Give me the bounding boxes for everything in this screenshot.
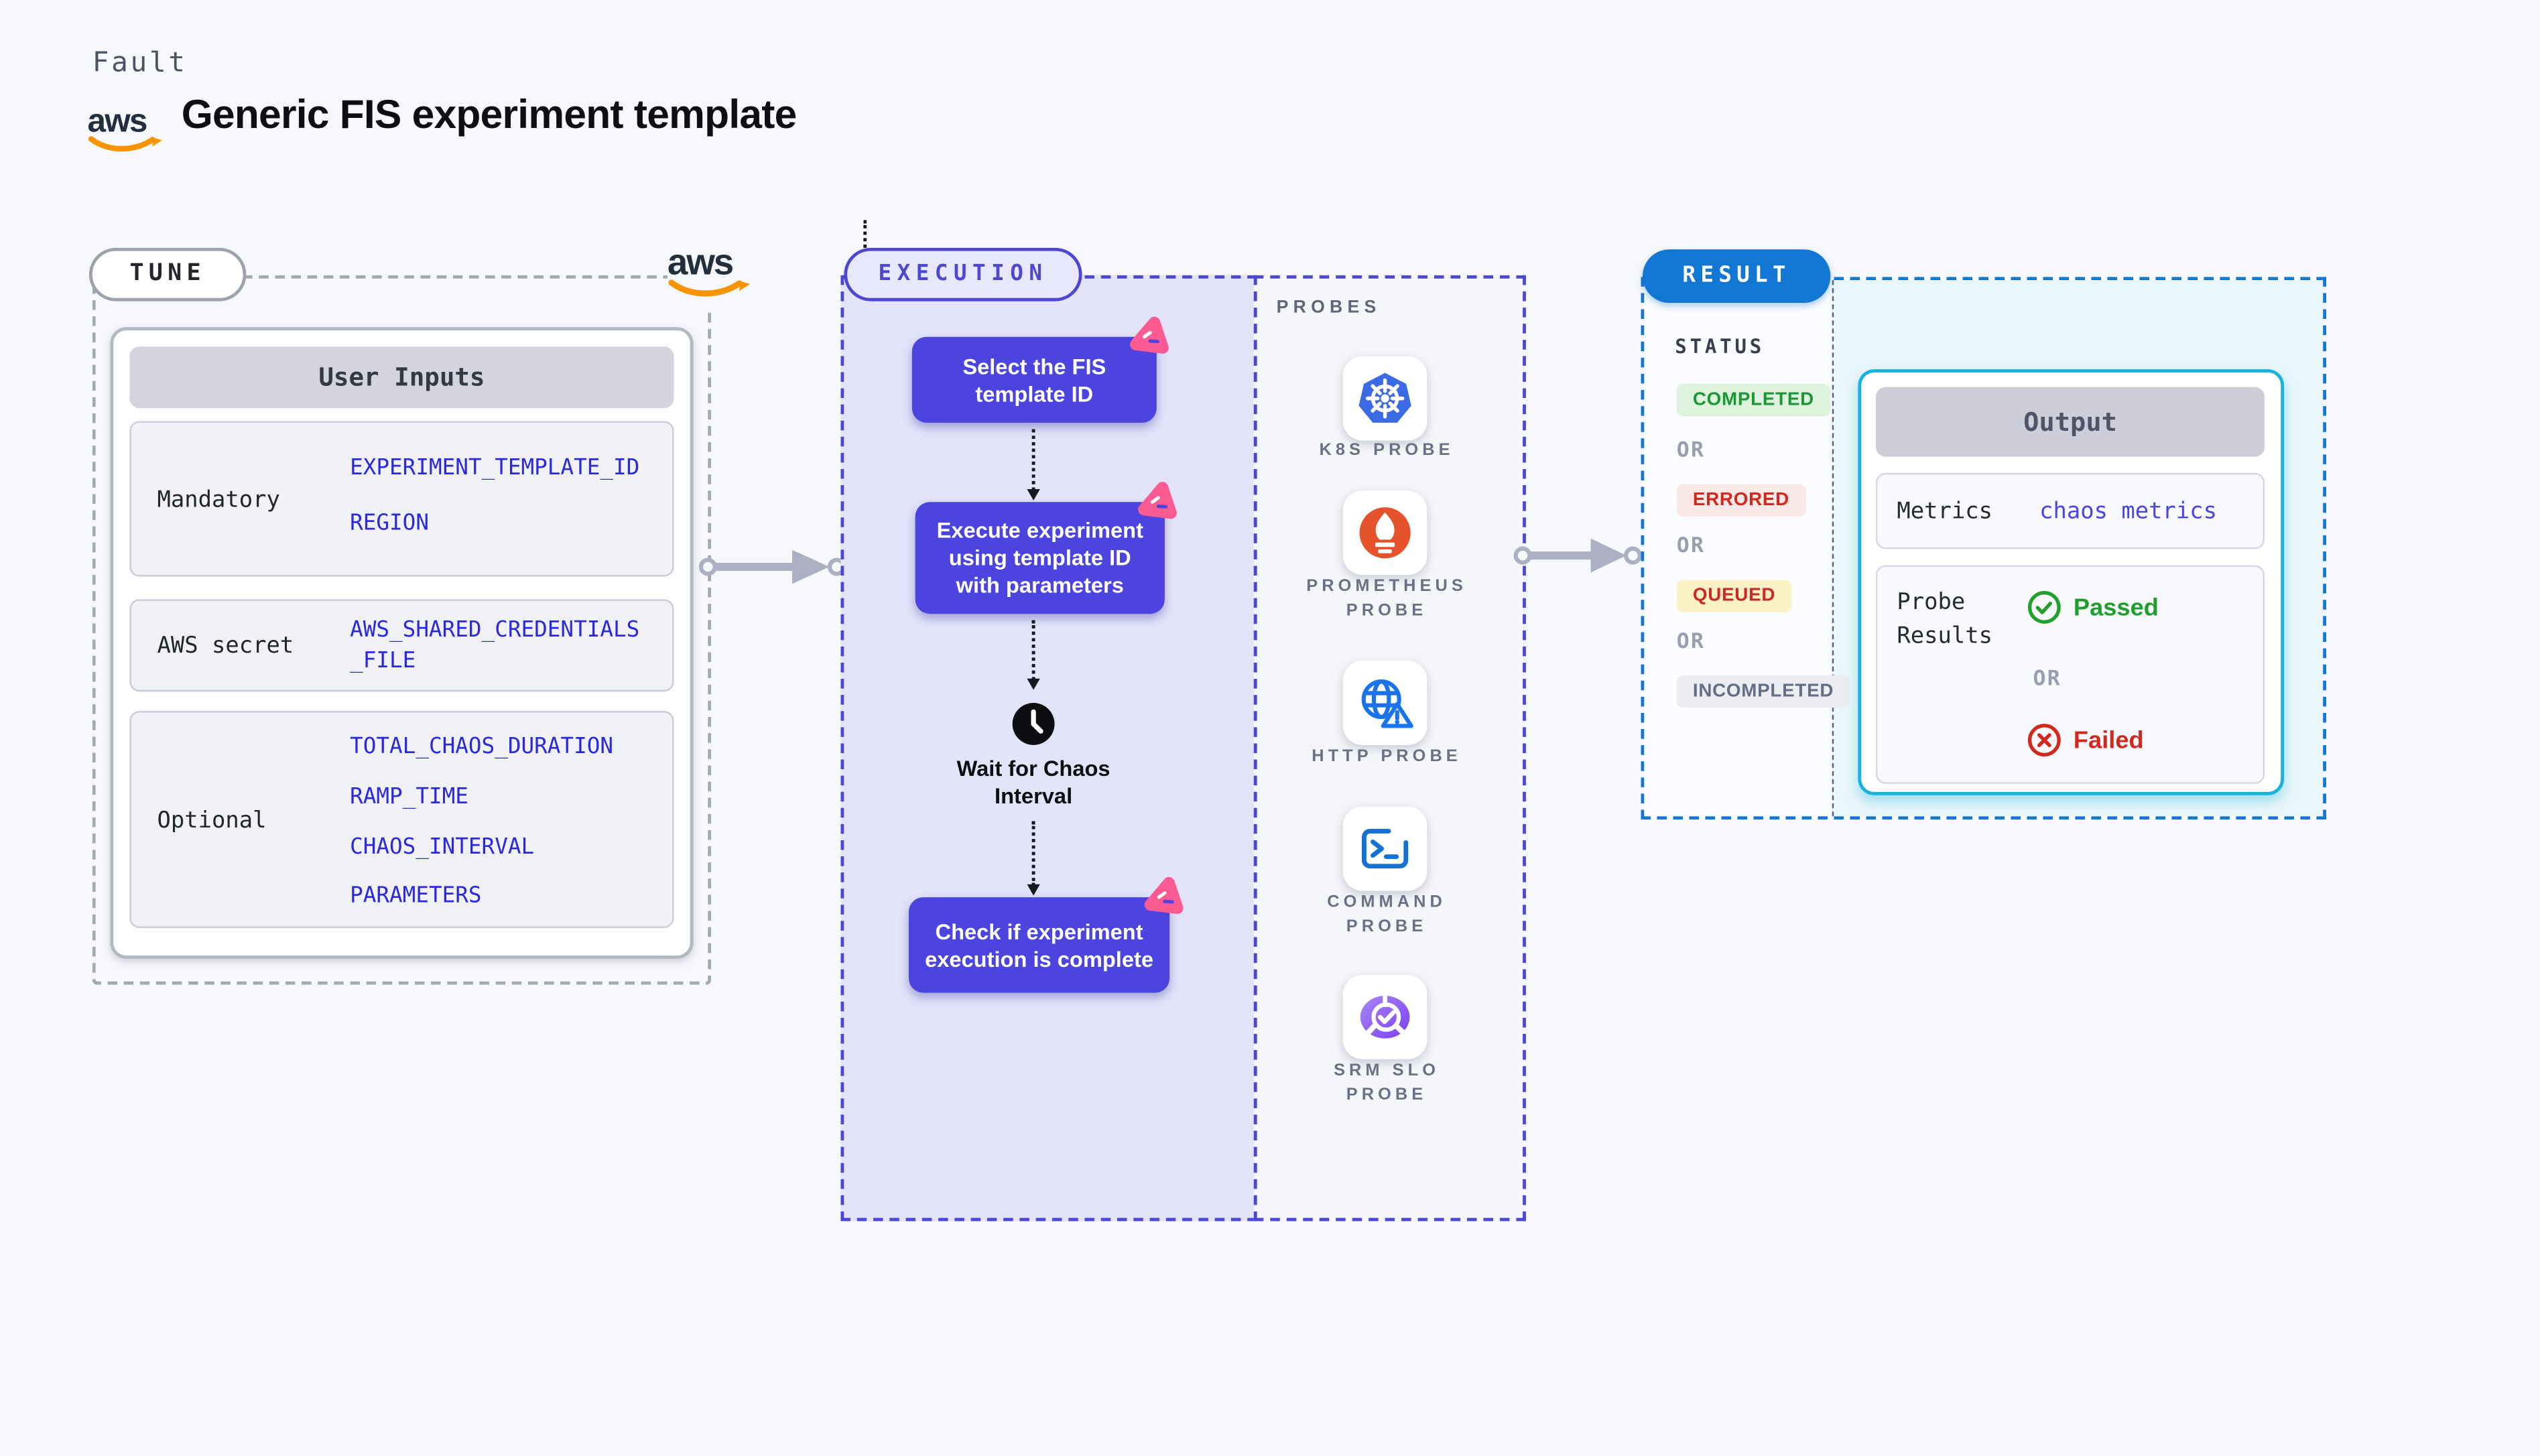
http-globe-icon xyxy=(1361,679,1413,728)
step-check-complete: Check if experiment execution is complet… xyxy=(908,897,1170,993)
input-value: REGION xyxy=(350,510,430,537)
output-card: Output Metrics chaos metrics Probe Resul… xyxy=(1858,369,2285,795)
status-title: STATUS xyxy=(1675,335,1765,358)
input-row-optional: Optional TOTAL_CHAOS_DURATION RAMP_TIME … xyxy=(129,711,674,928)
experiment-badge-icon xyxy=(1127,316,1171,359)
probes-title: PROBES xyxy=(1276,297,1381,318)
check-circle-icon xyxy=(2027,590,2061,624)
input-value: AWS_SHARED_CREDENTIALS _FILE xyxy=(350,616,640,674)
status-badge-incompleted: INCOMPLETED xyxy=(1676,675,1850,708)
or-label: OR xyxy=(1676,534,1706,559)
probe-card-k8s xyxy=(1342,356,1427,441)
flow-arrow-down xyxy=(1027,620,1040,690)
probe-results-label: Probe Results xyxy=(1897,589,1993,650)
execution-label-pill: EXECUTION xyxy=(844,247,1082,302)
or-label: OR xyxy=(2033,667,2062,692)
tune-panel xyxy=(92,275,712,985)
status-badge-errored: ERRORED xyxy=(1676,484,1806,517)
aws-logo-badge xyxy=(668,236,759,312)
flow-arrow-down xyxy=(1027,821,1040,896)
terminal-icon xyxy=(1361,829,1409,869)
or-label: OR xyxy=(1676,439,1706,464)
srm-slo-icon xyxy=(1360,996,1410,1039)
aws-logo-icon xyxy=(668,237,752,305)
tune-label-pill: TUNE xyxy=(88,247,247,302)
prometheus-icon xyxy=(1359,507,1411,559)
user-inputs-card: User Inputs Mandatory EXPERIMENT_TEMPLAT… xyxy=(110,327,694,959)
clock-icon xyxy=(1012,703,1055,745)
input-value: TOTAL_CHAOS_DURATION xyxy=(350,733,614,760)
user-inputs-header: User Inputs xyxy=(129,346,674,409)
probe-label: K8S PROBE xyxy=(1319,440,1454,460)
input-value: RAMP_TIME xyxy=(350,783,468,810)
probe-card-prometheus xyxy=(1342,490,1427,576)
output-header: Output xyxy=(1876,387,2265,457)
flow-arrow-down xyxy=(1027,429,1040,501)
row-label: AWS secret xyxy=(157,633,294,659)
step-wait-interval: Wait for Chaos Interval xyxy=(956,756,1110,809)
input-value: CHAOS_INTERVAL xyxy=(350,834,535,860)
fault-overline: Fault xyxy=(92,47,188,80)
or-label: OR xyxy=(1676,630,1706,655)
experiment-badge-icon xyxy=(1142,876,1186,920)
page-title: Generic FIS experiment template xyxy=(181,92,798,138)
execution-entry-connector xyxy=(863,220,867,248)
metrics-row: Metrics chaos metrics xyxy=(1876,472,2265,549)
status-column: STATUS COMPLETED OR ERRORED OR QUEUED OR… xyxy=(1644,280,1850,817)
connector-arrow xyxy=(1513,538,1642,573)
input-row-aws-secret: AWS secret AWS_SHARED_CREDENTIALS _FILE xyxy=(129,599,674,692)
probe-card-http xyxy=(1342,661,1427,745)
input-row-mandatory: Mandatory EXPERIMENT_TEMPLATE_ID REGION xyxy=(129,421,674,577)
step-select-template: Select the FIS template ID xyxy=(911,336,1157,423)
result-label-pill: RESULT xyxy=(1642,249,1831,303)
row-label: Optional xyxy=(157,808,267,834)
probe-label: PROMETHEUS PROBE xyxy=(1306,576,1467,620)
input-value: PARAMETERS xyxy=(350,882,482,909)
probe-card-srm-slo xyxy=(1342,975,1427,1059)
kubernetes-icon xyxy=(1358,373,1411,423)
row-label: Mandatory xyxy=(157,487,280,514)
passed-label: Passed xyxy=(2073,594,2159,622)
status-badge-queued: QUEUED xyxy=(1676,580,1792,612)
connector-arrow xyxy=(698,549,846,584)
probe-label: COMMAND PROBE xyxy=(1327,892,1446,937)
experiment-badge-icon xyxy=(1135,481,1179,525)
probe-card-command xyxy=(1342,806,1427,891)
status-badge-completed: COMPLETED xyxy=(1676,383,1831,417)
x-circle-icon xyxy=(2027,724,2061,757)
probe-results-row: Probe Results Passed OR Failed xyxy=(1876,565,2265,784)
failed-label: Failed xyxy=(2073,727,2144,755)
probe-label: HTTP PROBE xyxy=(1312,746,1462,767)
input-value: EXPERIMENT_TEMPLATE_ID xyxy=(350,455,640,481)
probe-label: SRM SLO PROBE xyxy=(1334,1061,1440,1105)
metrics-value-link: chaos metrics xyxy=(2039,499,2217,525)
execution-panel xyxy=(840,275,1257,1221)
aws-logo-icon xyxy=(88,97,164,159)
metrics-label: Metrics xyxy=(1897,499,1993,525)
step-execute-experiment: Execute experiment using template ID wit… xyxy=(915,502,1165,614)
